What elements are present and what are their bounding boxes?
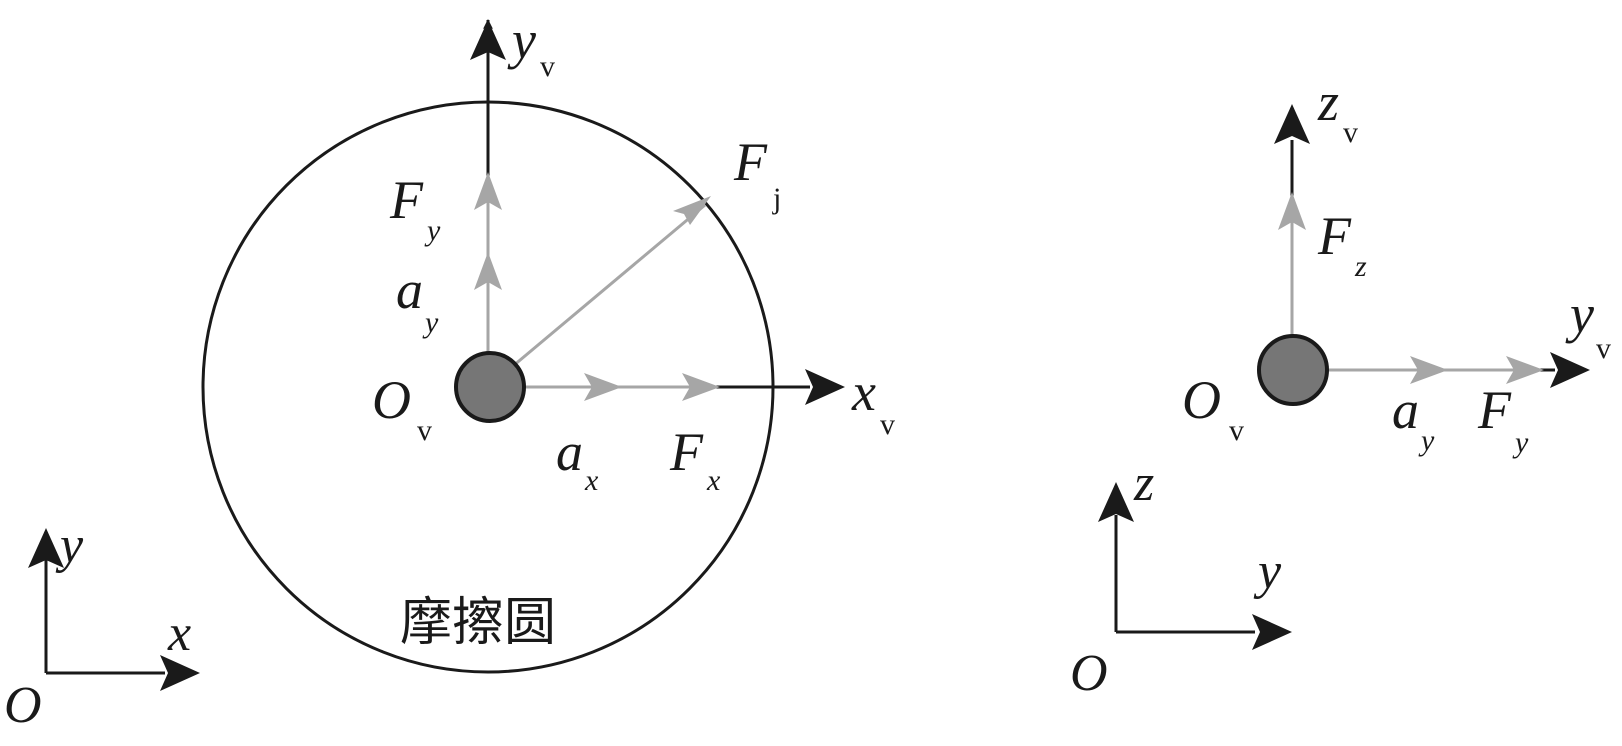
origin-v-label: Ov bbox=[372, 370, 432, 447]
y-v-axis-right-arrowhead bbox=[1550, 352, 1590, 388]
y-v-axis-arrowhead bbox=[470, 20, 506, 60]
fy-arrowhead bbox=[474, 172, 502, 210]
origin-v-right-label: Ov bbox=[1182, 370, 1244, 447]
ay-label: ay bbox=[396, 260, 439, 339]
mass-center bbox=[454, 351, 526, 423]
ay-right-arrowhead bbox=[1410, 356, 1448, 384]
ay-right-label: ay bbox=[1392, 380, 1435, 457]
fy-label: Fy bbox=[389, 170, 441, 247]
ground-y-right-arrowhead bbox=[1252, 614, 1292, 650]
mass-center-right bbox=[1257, 334, 1329, 406]
fy-right-arrowhead bbox=[1506, 356, 1544, 384]
ground-x-arrowhead bbox=[160, 655, 200, 691]
ay-arrowhead bbox=[474, 252, 502, 290]
fj-label: Fj bbox=[733, 132, 781, 215]
ax-label: ax bbox=[556, 422, 599, 497]
ground-y-arrowhead bbox=[28, 528, 64, 568]
fj-arrowhead bbox=[673, 196, 711, 225]
fy-right-label: Fy bbox=[1477, 380, 1529, 459]
left-ground-frame: y x O bbox=[4, 517, 200, 734]
z-v-axis-label: zv bbox=[1317, 72, 1358, 149]
ground-origin-right-label: O bbox=[1070, 645, 1108, 702]
ax-arrowhead bbox=[584, 373, 622, 401]
ground-z-label: z bbox=[1133, 455, 1154, 512]
ground-y-right-label: y bbox=[1253, 543, 1282, 600]
ground-origin-label: O bbox=[4, 677, 42, 734]
x-v-axis-label: xv bbox=[851, 362, 895, 441]
fz-label: Fz bbox=[1317, 206, 1367, 283]
x-v-axis-arrowhead bbox=[805, 369, 845, 405]
ground-y-label: y bbox=[55, 517, 84, 574]
fj-arrow bbox=[487, 203, 706, 389]
y-v-right-label: yv bbox=[1565, 284, 1611, 365]
ground-z-arrowhead bbox=[1098, 482, 1134, 522]
right-ground-frame: z y O bbox=[1070, 455, 1292, 702]
fz-arrowhead bbox=[1278, 192, 1306, 230]
ground-x-label: x bbox=[167, 605, 191, 662]
friction-circle-label: 摩擦圆 bbox=[400, 593, 556, 653]
right-view: zv Fz yv Ov ay Fy bbox=[1182, 72, 1611, 459]
z-v-axis-arrowhead bbox=[1274, 104, 1310, 144]
fx-arrowhead bbox=[682, 373, 720, 401]
